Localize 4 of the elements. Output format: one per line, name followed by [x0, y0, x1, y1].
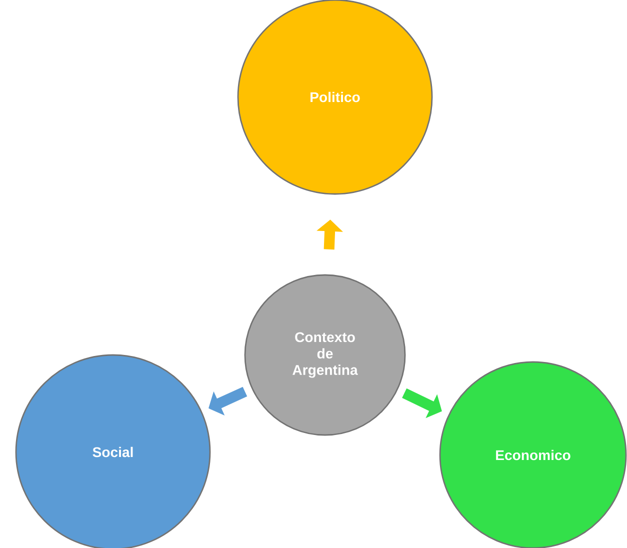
circle-node: Economico [439, 361, 627, 548]
circle-node: Contexto de Argentina [244, 274, 406, 436]
circle-node: Social [15, 354, 211, 548]
block-arrow [208, 386, 248, 416]
